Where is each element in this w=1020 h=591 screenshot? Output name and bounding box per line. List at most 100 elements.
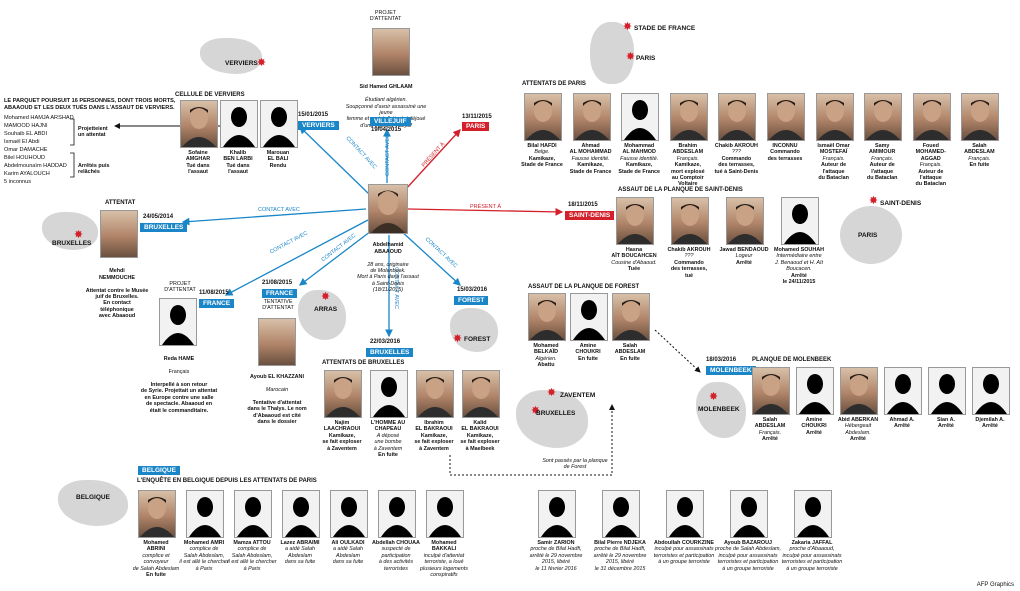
person-photo [370, 370, 408, 418]
person-caption: Ahmad AL MOHAMMADFausse identité.Kamikaz… [567, 143, 615, 175]
reda-hame-name: Reda HAME [127, 356, 231, 362]
person-note: Arrêté [835, 436, 881, 442]
person-caption: Ismaël Omar MOSTEFAÏFrançais.Auteur de l… [810, 143, 858, 181]
stade-star-icon: ✸ [622, 22, 633, 33]
person-note: Kamikaze, se fait exploser à Zaventem [319, 433, 365, 452]
villejuif-tag: VILLEJUIF [370, 117, 411, 126]
parquet-heading: LE PARQUET POURSUIT 16 PERSONNES, DONT T… [4, 98, 175, 111]
person-note: Kamikaze, Stade de France [615, 162, 663, 175]
person-photo [796, 367, 834, 415]
person-photo [234, 490, 272, 538]
forest-star-icon: ✸ [452, 334, 463, 345]
khazzani-role: Marocain [232, 387, 322, 393]
molenbeek-title: PLANQUE DE MOLENBEEK [752, 357, 831, 363]
person-name: Sofaine AMGHAR [178, 150, 218, 163]
edge-label-contact: CONTACT AVEC [385, 134, 391, 176]
person-photo [730, 490, 768, 538]
person-photo [570, 293, 608, 341]
person-caption: Mamza ATTOUcomplice de Salah Abdeslam, i… [226, 540, 278, 572]
person-photo [180, 100, 218, 148]
person-photo [282, 490, 320, 538]
person-photo [186, 490, 224, 538]
person-photo [864, 93, 902, 141]
person-note: Commando des terrasses, tué [661, 260, 717, 279]
person-photo [528, 293, 566, 341]
credit: AFP Graphics [977, 582, 1014, 588]
person-caption: Mohamed ABRINIcomplice et convoyeur de S… [130, 540, 182, 578]
person-photo [670, 93, 708, 141]
arras-star-icon: ✸ [320, 292, 331, 303]
person-role: complice et convoyeur de Salah Abdeslam [130, 553, 182, 572]
molenbeek-star-icon: ✸ [708, 392, 719, 403]
person-photo [794, 490, 832, 538]
paris-date: 13/11/2015 [462, 114, 492, 120]
person-note: Kamikaze, Stade de France [567, 162, 615, 175]
person-note: Commando des terrasses [761, 149, 809, 162]
zaventem-map-label: ZAVENTEM [560, 392, 595, 399]
person-name: Brahim ABDESLAM [664, 143, 712, 156]
person-role: complice de Salah Abdeslam, il est allé … [178, 546, 230, 572]
parquet-note1: Projetteient un attentat [78, 126, 108, 139]
arras-map-label: ARRAS [314, 306, 337, 313]
person-note: Arrêté le 24/11/2015 [771, 273, 827, 286]
ghlaam-photo [372, 28, 410, 76]
person-note: Arrêté [879, 423, 925, 429]
person-note: Kamikaze, se fait exploser à Maelbeek [457, 433, 503, 452]
person-note: Arrêté [967, 423, 1013, 429]
verviers-tag: VERVIERS [298, 121, 339, 130]
stade-label: STADE DE FRANCE [634, 25, 695, 32]
nemmouche-caption: Mehdi NEMMOUCHE Attentat contre le Musée… [75, 262, 159, 326]
person-name: Samy AMIMOUR [858, 143, 906, 156]
person-photo [426, 490, 464, 538]
person-role: suspecté de participation à des activité… [370, 546, 422, 572]
molenbeek-tag: MOLENBEEK [706, 366, 756, 375]
person-role: Hébergeait Abdeslam. [835, 423, 881, 436]
person-note: Auteur de l'attaque du Bataclan [907, 169, 955, 188]
person-photo [330, 490, 368, 538]
person-photo [961, 93, 999, 141]
person-role: inculpé d'attentat terroriste, a loué pl… [418, 553, 470, 579]
nemmouche-name: Mehdi NEMMOUCHE [75, 268, 159, 281]
forest-map-label: FOREST [464, 336, 490, 343]
person-photo [726, 197, 764, 245]
abaaoud-caption: Abdelhamid ABAAOUD 28 ans, originaire de… [350, 236, 426, 300]
person-name: Salah ABDESLAM [955, 143, 1003, 156]
person-photo [324, 370, 362, 418]
parquet-inconnus: 5 inconnus [4, 178, 175, 186]
person-caption: Salah ABDESLAMFrançais.Arrêté [747, 417, 793, 443]
zaventem-bruxelles-label: BRUXELLES [536, 410, 575, 417]
person-note: Arrêté [747, 436, 793, 442]
person-note: Abattu [524, 362, 568, 368]
person-note: En fuite [130, 572, 182, 578]
person-role: complice de Salah Abdeslam, il est allé … [226, 546, 278, 572]
person-caption: Chakib AKROUH???Commando des terrasses, … [712, 143, 760, 175]
person-name: Ahmad AL MOHAMMAD [567, 143, 615, 156]
person-caption: Kalid EL BAKRAOUIKamikaze, se fait explo… [457, 420, 503, 452]
france-tag: FRANCE [199, 299, 234, 308]
edge-verviers [300, 127, 370, 195]
zaventem-note: Sont passés par la planque de Forest [536, 458, 614, 471]
person-photo [378, 490, 416, 538]
person-role: proche de Bilal Hadfi, arrêté le 29 nove… [520, 546, 592, 572]
person-role: a aidé Salah Abdeslam dans sa fuite [274, 546, 326, 565]
edge-france [226, 220, 368, 295]
parquet-list-item: Bilel HOUHOUD [4, 154, 175, 162]
person-photo [767, 93, 805, 141]
belgique-title: L'ENQUÊTE EN BELGIQUE DEPUIS LES ATTENTA… [137, 478, 317, 484]
parquet-list-item: Omar DAMACHE [4, 146, 175, 154]
verviers-title: CELLULE DE VERVIERS [175, 92, 245, 98]
reda-hame-role: Français [127, 369, 231, 375]
khazzani-name: Ayoub EL KHAZZANI [232, 374, 322, 380]
bruxelles-2016-date: 22/03/2016 [370, 339, 400, 345]
person-caption: Foued MOHAMED-AGGADFrançais.Auteur de l'… [907, 143, 955, 188]
verviers-map-label: VERVIERS [225, 60, 258, 67]
person-photo [671, 197, 709, 245]
parquet-list-item: Mohamed HAMJA ARSHAD [4, 114, 175, 122]
person-caption: Mohamed SOUHAHIntermédiaire entre J. Ben… [771, 247, 827, 285]
person-caption: Salah ABDESLAMEn fuite [608, 343, 652, 362]
person-name: Hasna AÏT BOUCAHCEN [606, 247, 662, 260]
